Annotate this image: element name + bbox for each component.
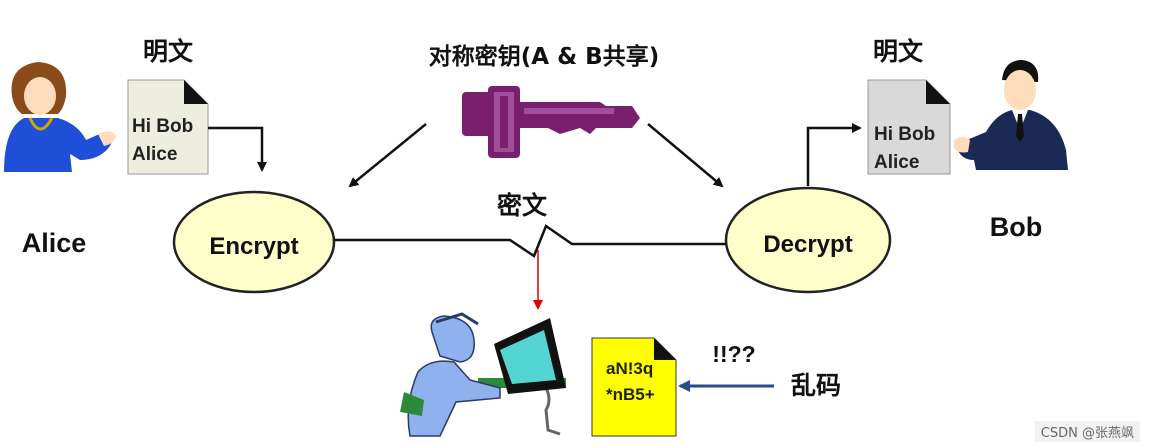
alice-name-label: Alice bbox=[22, 228, 87, 258]
plaintext-label-right: 明文 bbox=[873, 37, 924, 66]
ciphertext-label: 密文 bbox=[497, 191, 548, 220]
plaintext-label-left: 明文 bbox=[143, 37, 194, 66]
bob-name-label: Bob bbox=[990, 212, 1042, 242]
ciphertext-channel-line bbox=[334, 224, 726, 258]
symmetric-key-label: 对称密钥(A & B共享) bbox=[429, 43, 659, 70]
garbled-doc-line-2: *nB5+ bbox=[606, 385, 655, 404]
decrypt-label: Decrypt bbox=[763, 231, 852, 258]
alice-doc-line-1: Hi Bob bbox=[132, 116, 193, 137]
alice-doc-line-2: Alice bbox=[132, 144, 177, 165]
alice-figure-icon bbox=[4, 62, 116, 172]
alice-message-document: Hi Bob Alice bbox=[127, 79, 209, 175]
bob-doc-line-1: Hi Bob bbox=[874, 124, 935, 145]
key-to-decrypt-arrow bbox=[647, 123, 724, 188]
bob-doc-line-2: Alice bbox=[874, 152, 919, 173]
bob-figure-icon bbox=[954, 60, 1068, 170]
bob-message-document: Hi Bob Alice bbox=[867, 79, 951, 175]
garbled-doc-line-1: aN!3q bbox=[606, 359, 653, 378]
symmetric-key-icon bbox=[462, 86, 640, 158]
garbled-label: 乱码 bbox=[791, 371, 841, 400]
alice-to-encrypt-arrow bbox=[208, 126, 267, 172]
decrypt-node bbox=[724, 186, 892, 294]
confused-label: !!?? bbox=[712, 341, 755, 367]
decrypt-to-bob-arrow bbox=[806, 123, 862, 186]
eavesdropper-at-computer-icon bbox=[400, 312, 566, 437]
intercepted-garbled-document: aN!3q *nB5+ bbox=[591, 337, 677, 437]
watermark: CSDN @张燕飒 bbox=[1034, 421, 1140, 442]
encrypt-label: Encrypt bbox=[209, 233, 298, 260]
key-to-encrypt-arrow bbox=[348, 123, 427, 188]
encrypt-node bbox=[172, 190, 336, 294]
